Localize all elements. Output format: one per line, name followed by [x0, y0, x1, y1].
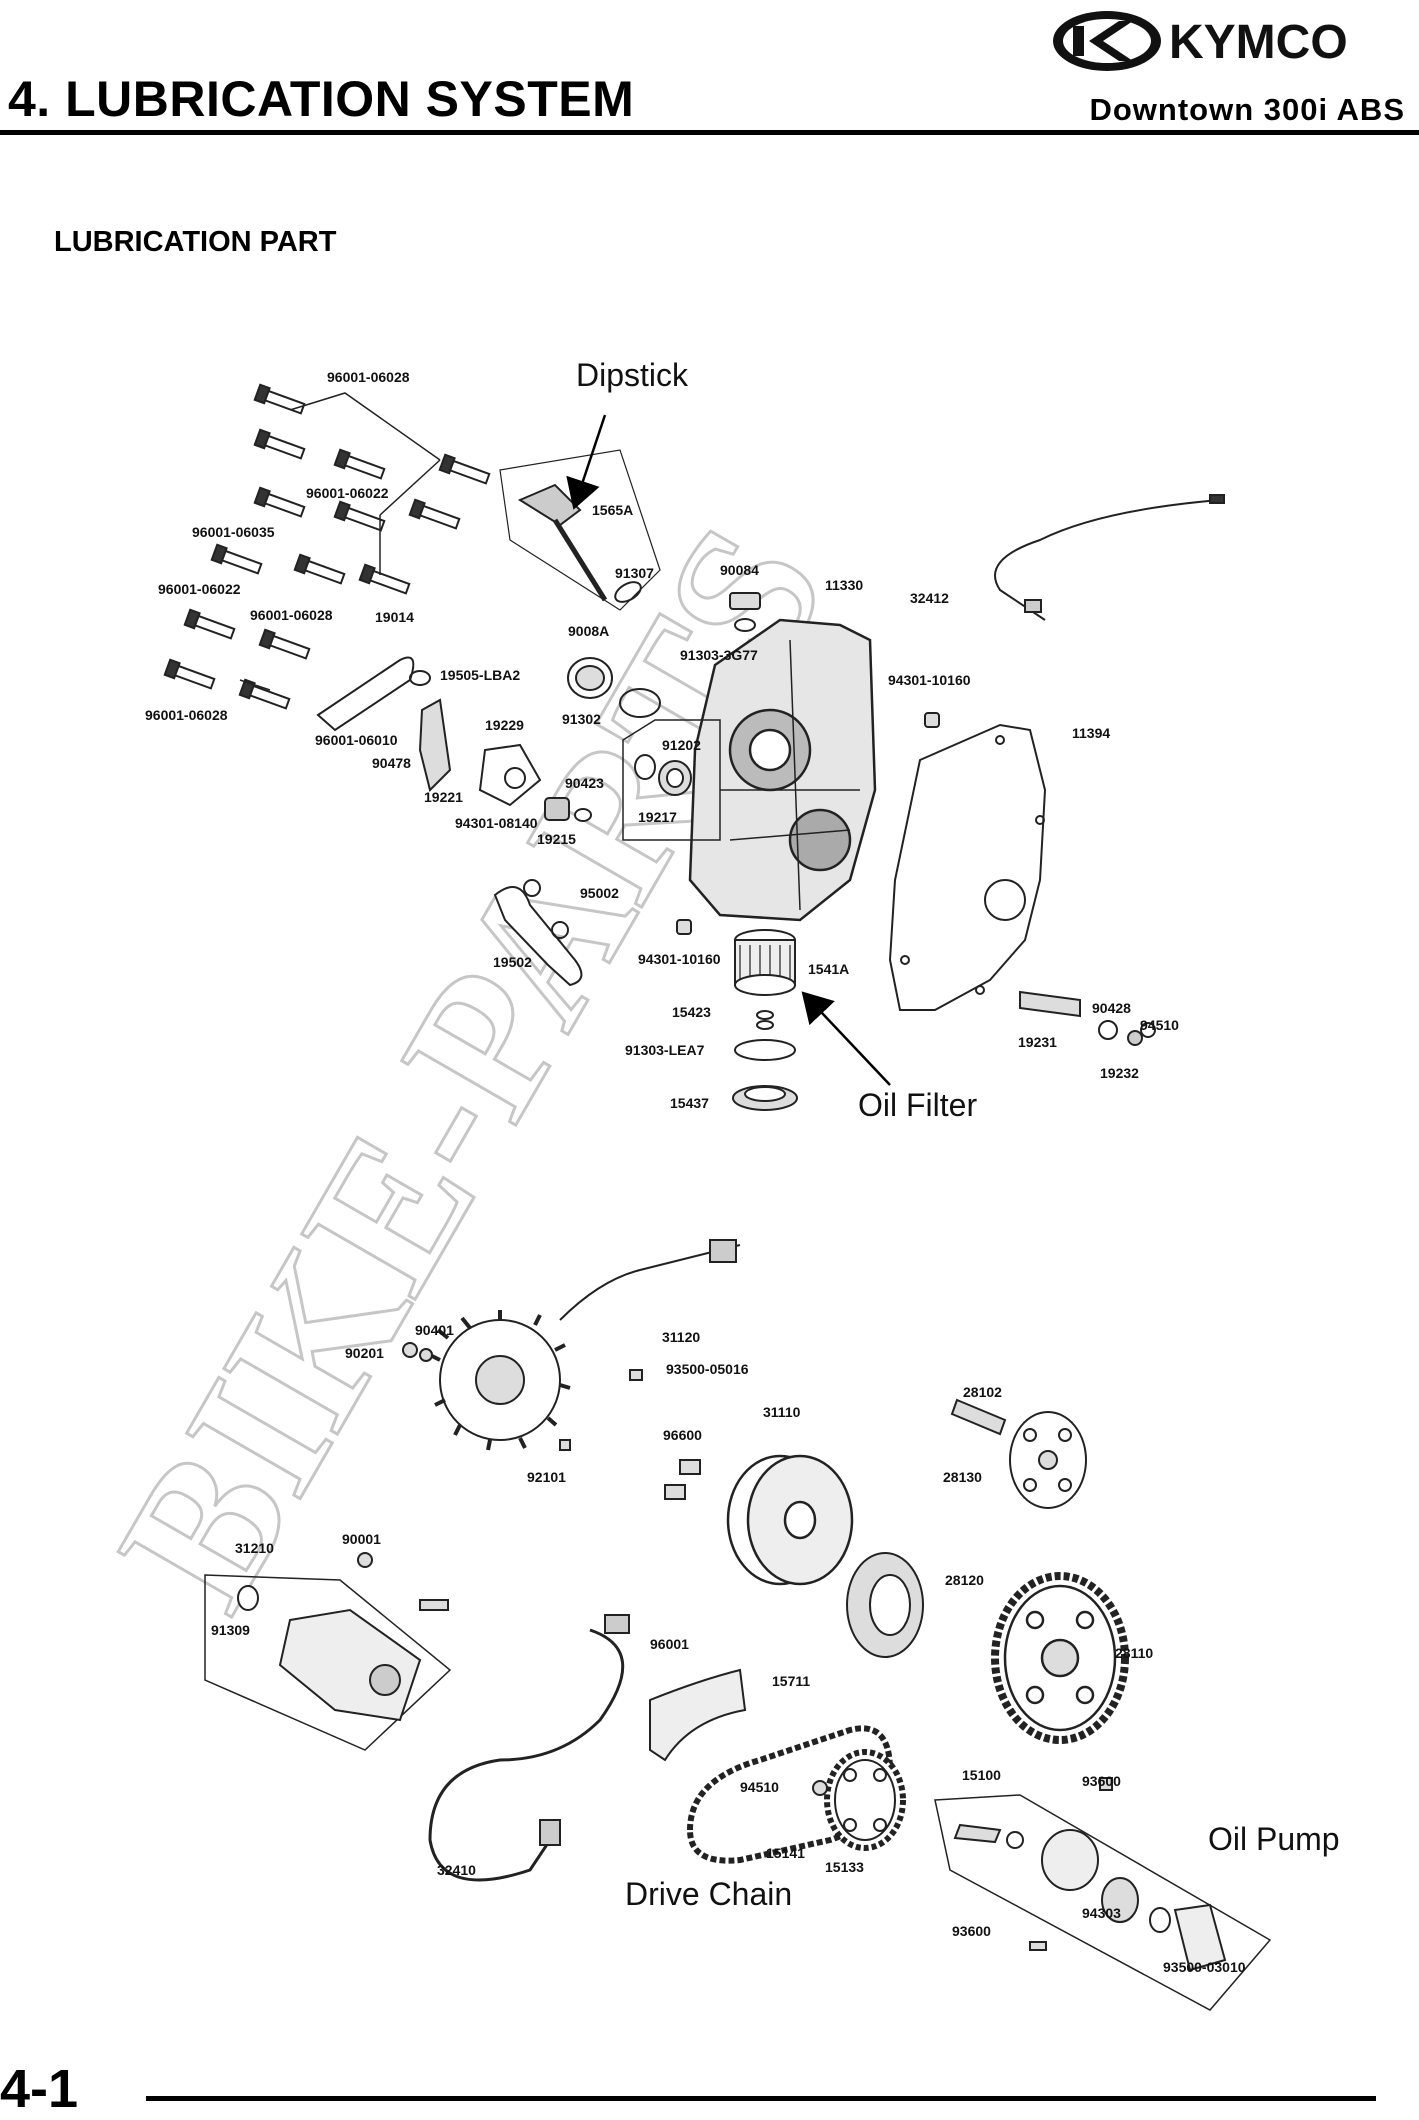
part-label: 19502: [493, 954, 532, 970]
part-label: 93600: [952, 1923, 991, 1939]
part-label: 32410: [437, 1862, 476, 1878]
part-label: 94301-08140: [455, 815, 538, 831]
part-label: 91302: [562, 711, 601, 727]
stator: [429, 1239, 741, 1451]
part-label: 90001: [342, 1531, 381, 1547]
flywheel: [726, 1454, 854, 1586]
brand-logo: KYMCO: [1049, 6, 1401, 76]
part-label: 11394: [1072, 725, 1110, 741]
part-label: 91303-LEA7: [625, 1042, 705, 1058]
part-label: 96001-06028: [327, 369, 410, 385]
part-label: 1565A: [592, 502, 633, 518]
header-rule: [0, 130, 1419, 135]
dipstick-part: [499, 449, 661, 611]
gear: [991, 1572, 1129, 1744]
part-label: 96001-06022: [306, 485, 389, 501]
dipstick-arrow: [566, 414, 607, 510]
part-label: 19229: [485, 717, 524, 733]
dipstick-callout: Dipstick: [576, 357, 689, 393]
part-label: 96001-06028: [250, 607, 333, 623]
model-name: Downtown 300i ABS: [1089, 92, 1405, 127]
parts-diagram: BIKE-PARTS: [0, 320, 1419, 2020]
part-label: 19232: [1100, 1065, 1139, 1081]
part-label: 15141: [766, 1845, 805, 1861]
section-title: LUBRICATION PART: [54, 226, 337, 258]
part-label: 96001-06028: [145, 707, 228, 723]
part-label: 94510: [740, 1779, 779, 1795]
part-label: 1541A: [808, 961, 849, 977]
part-label: 90423: [565, 775, 604, 791]
part-label: 93500-03010: [1163, 1959, 1246, 1975]
part-label: 96001-06022: [158, 581, 241, 597]
chapter-title: 4. LUBRICATION SYSTEM: [8, 71, 635, 127]
part-label: 90401: [415, 1322, 454, 1338]
gasket: [888, 723, 1047, 1011]
drive-chain-callout: Drive Chain: [625, 1876, 792, 1912]
oil-pump-callout: Oil Pump: [1208, 1821, 1340, 1857]
page-number: 4-1: [0, 2059, 79, 2119]
part-label: 90478: [372, 755, 411, 771]
part-label: 91202: [662, 737, 701, 753]
part-label: 15100: [962, 1767, 1001, 1783]
crankcase-cover: [688, 618, 877, 922]
part-number-labels: 96001-06028 96001-06022 96001-06035 9600…: [145, 369, 1246, 1975]
part-label: 92101: [527, 1469, 566, 1485]
part-label: 9008A: [568, 623, 609, 639]
part-label: 28120: [945, 1572, 984, 1588]
oil-filter-callout: Oil Filter: [858, 1087, 977, 1123]
part-label: 93600: [1082, 1773, 1121, 1789]
part-label: 94510: [1140, 1017, 1179, 1033]
part-label: 19231: [1018, 1034, 1057, 1050]
part-label: 96001-06035: [192, 524, 275, 540]
part-label: 15711: [772, 1673, 810, 1689]
part-label: 15133: [825, 1859, 864, 1875]
part-label: 28102: [963, 1384, 1002, 1400]
part-label: 28130: [943, 1469, 982, 1485]
oil-filter-arrow: [801, 991, 891, 1086]
starter-motor: [204, 1574, 452, 1751]
part-label: 96600: [663, 1427, 702, 1443]
part-label: 31210: [235, 1540, 274, 1556]
part-label: 94301-10160: [888, 672, 971, 688]
part-label: 90201: [345, 1345, 384, 1361]
part-label: 19221: [424, 789, 463, 805]
part-label: 15423: [672, 1004, 711, 1020]
part-label: 90084: [720, 562, 759, 578]
part-label: 19215: [537, 831, 576, 847]
part-label: 95002: [580, 885, 619, 901]
oil-pump-part: [934, 1794, 1272, 2011]
part-label: 32412: [910, 590, 949, 606]
part-label: 91303-3G77: [680, 647, 758, 663]
part-label: 31120: [662, 1329, 700, 1345]
part-label: 19217: [638, 809, 677, 825]
part-label: 11330: [825, 577, 863, 593]
part-label: 93500-05016: [666, 1361, 749, 1377]
part-label: 91309: [211, 1622, 250, 1638]
part-label: 94301-10160: [638, 951, 721, 967]
footer-rule: [146, 2096, 1376, 2101]
part-label: 96001: [650, 1636, 689, 1652]
part-label: 28110: [1115, 1645, 1153, 1661]
part-label: 19014: [375, 609, 414, 625]
part-label: 94303: [1082, 1905, 1121, 1921]
oil-filter-part: [732, 929, 798, 1111]
part-label: 90428: [1092, 1000, 1131, 1016]
part-label: 96001-06010: [315, 732, 398, 748]
part-label: 19505-LBA2: [440, 667, 520, 683]
brand-wordmark: KYMCO: [1169, 16, 1348, 69]
part-label: 91307: [615, 565, 654, 581]
part-label: 15437: [670, 1095, 709, 1111]
bolt-group: [163, 383, 491, 710]
part-label: 31110: [763, 1404, 801, 1420]
